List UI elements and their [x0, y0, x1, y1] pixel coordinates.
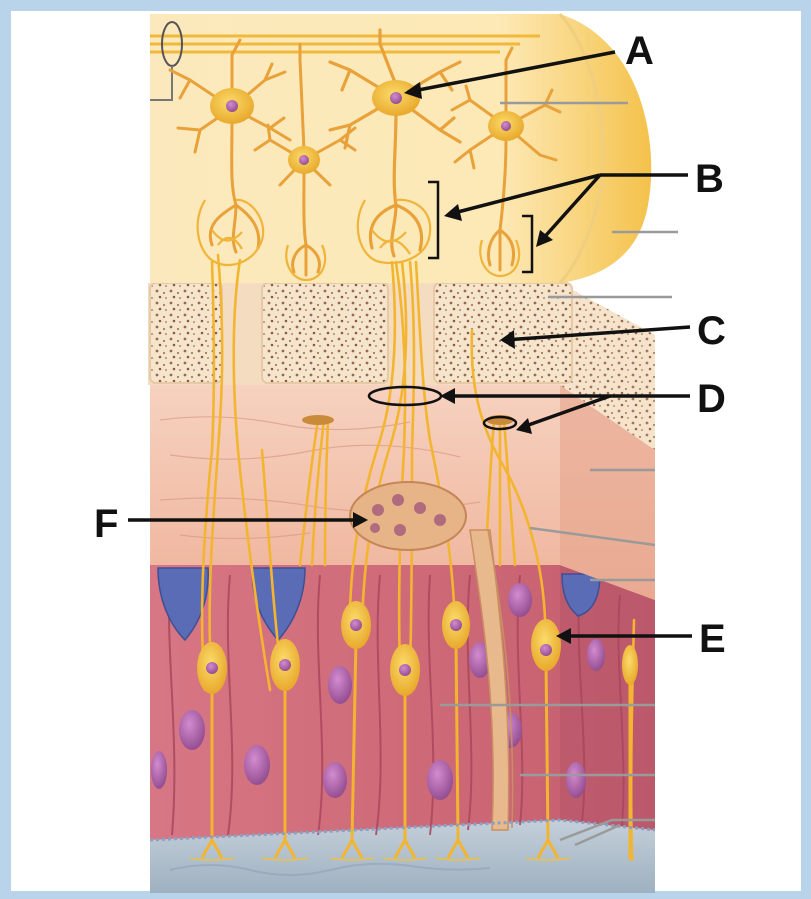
- foramen-1: [302, 415, 334, 425]
- label-e: E: [699, 617, 726, 661]
- label-a: A: [625, 29, 654, 73]
- bone-block-2: [262, 283, 388, 383]
- label-b: B: [695, 157, 724, 201]
- label-f: F: [94, 502, 118, 546]
- label-c: C: [697, 309, 726, 353]
- bone-block-1: [150, 283, 222, 383]
- label-d: D: [697, 377, 726, 421]
